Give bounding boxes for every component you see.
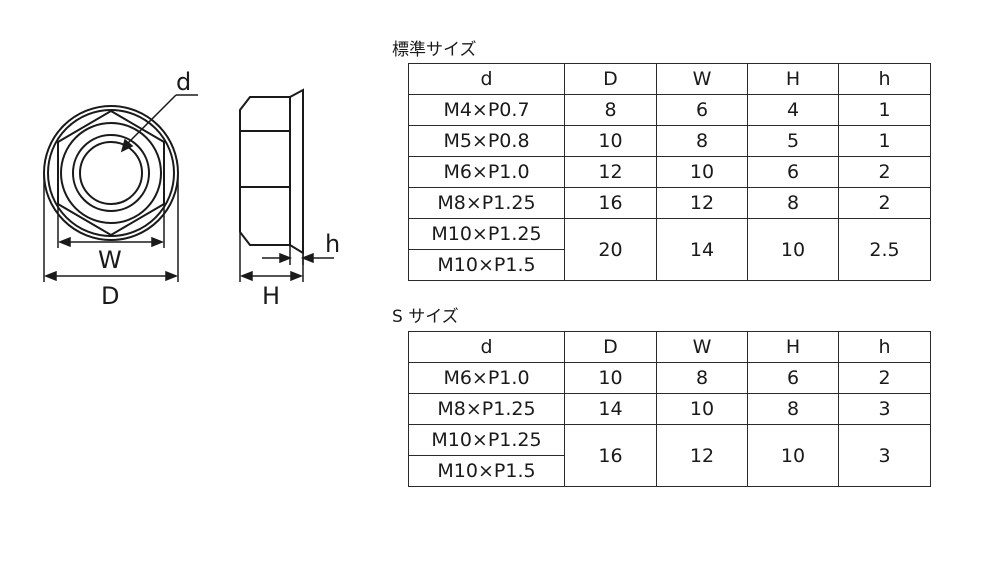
cell-W: 12 bbox=[656, 187, 748, 219]
column-header: D bbox=[564, 63, 657, 95]
flange-outer-circle bbox=[43, 105, 179, 241]
cell-D: 16 bbox=[564, 424, 657, 487]
table-row: M10×P1.5 bbox=[408, 455, 931, 487]
cell-D: 20 bbox=[564, 218, 657, 281]
cell-W: 10 bbox=[656, 393, 748, 425]
hex-outline bbox=[57, 109, 165, 237]
column-header: W bbox=[656, 331, 748, 363]
cell-W: 14 bbox=[656, 218, 748, 281]
table-row: M10×P1.5 bbox=[408, 249, 931, 281]
bore-inner-circle bbox=[79, 141, 143, 205]
cell-W: 10 bbox=[656, 156, 748, 188]
w-arrow-left bbox=[57, 236, 71, 248]
thread-size-cell: M6×P1.0 bbox=[408, 362, 565, 394]
w-arrow-right bbox=[151, 236, 165, 248]
flange-nut-drawing: d W D H h bbox=[43, 68, 340, 310]
thread-size-cell: M10×P1.5 bbox=[408, 249, 565, 281]
thread-size-cell: M10×P1.25 bbox=[408, 424, 565, 456]
thread-size-cell: M4×P0.7 bbox=[408, 94, 565, 126]
thread-size-cell: M5×P0.8 bbox=[408, 125, 565, 157]
label-d: d bbox=[176, 68, 191, 96]
cell-h: 2.5 bbox=[838, 218, 931, 281]
h-arrow-right bbox=[300, 252, 314, 264]
s-size-title: S サイズ bbox=[392, 307, 459, 327]
column-header: h bbox=[838, 331, 931, 363]
cell-h: 2 bbox=[838, 362, 931, 394]
label-D: D bbox=[101, 282, 119, 310]
cell-W: 6 bbox=[656, 94, 748, 126]
hh-arrow-right bbox=[290, 270, 304, 282]
cell-h: 2 bbox=[838, 187, 931, 219]
cell-H: 8 bbox=[747, 393, 839, 425]
flange-inner-circle bbox=[47, 109, 175, 237]
column-header: H bbox=[747, 331, 839, 363]
cell-D: 8 bbox=[564, 94, 657, 126]
cell-D: 12 bbox=[564, 156, 657, 188]
cell-h: 1 bbox=[838, 125, 931, 157]
d-arrow-head bbox=[120, 138, 134, 153]
thread-size-cell: M10×P1.5 bbox=[408, 455, 565, 487]
cell-h: 2 bbox=[838, 156, 931, 188]
side-hex-body bbox=[239, 96, 291, 246]
cell-W: 8 bbox=[656, 362, 748, 394]
thread-size-cell: M8×P1.25 bbox=[408, 187, 565, 219]
side-flange bbox=[289, 88, 304, 255]
column-header: h bbox=[838, 63, 931, 95]
dd-arrow-right bbox=[165, 270, 179, 282]
bore-outer-circle bbox=[72, 134, 150, 212]
cell-h: 1 bbox=[838, 94, 931, 126]
standard-size-title: 標準サイズ bbox=[392, 40, 477, 60]
cell-H: 6 bbox=[747, 362, 839, 394]
cell-H: 5 bbox=[747, 125, 839, 157]
cell-H: 10 bbox=[747, 424, 839, 487]
cell-D: 16 bbox=[564, 187, 657, 219]
column-header: d bbox=[408, 63, 565, 95]
column-header: W bbox=[656, 63, 748, 95]
cell-h: 3 bbox=[838, 424, 931, 487]
cell-D: 14 bbox=[564, 393, 657, 425]
hex-chamfer-circle bbox=[60, 122, 162, 224]
cell-W: 8 bbox=[656, 125, 748, 157]
cell-H: 4 bbox=[747, 94, 839, 126]
cell-W: 12 bbox=[656, 424, 748, 487]
cell-H: 10 bbox=[747, 218, 839, 281]
label-W: W bbox=[98, 246, 122, 274]
label-H: H bbox=[262, 282, 280, 310]
cell-H: 8 bbox=[747, 187, 839, 219]
thread-size-cell: M8×P1.25 bbox=[408, 393, 565, 425]
thread-size-cell: M10×P1.25 bbox=[408, 218, 565, 250]
thread-size-cell: M6×P1.0 bbox=[408, 156, 565, 188]
cell-D: 10 bbox=[564, 125, 657, 157]
cell-h: 3 bbox=[838, 393, 931, 425]
column-header: D bbox=[564, 331, 657, 363]
label-h: h bbox=[325, 230, 340, 258]
column-header: H bbox=[747, 63, 839, 95]
column-header: d bbox=[408, 331, 565, 363]
h-arrow-left bbox=[279, 252, 293, 264]
cell-H: 6 bbox=[747, 156, 839, 188]
hh-arrow-left bbox=[239, 270, 253, 282]
dd-arrow-left bbox=[43, 270, 57, 282]
cell-D: 10 bbox=[564, 362, 657, 394]
